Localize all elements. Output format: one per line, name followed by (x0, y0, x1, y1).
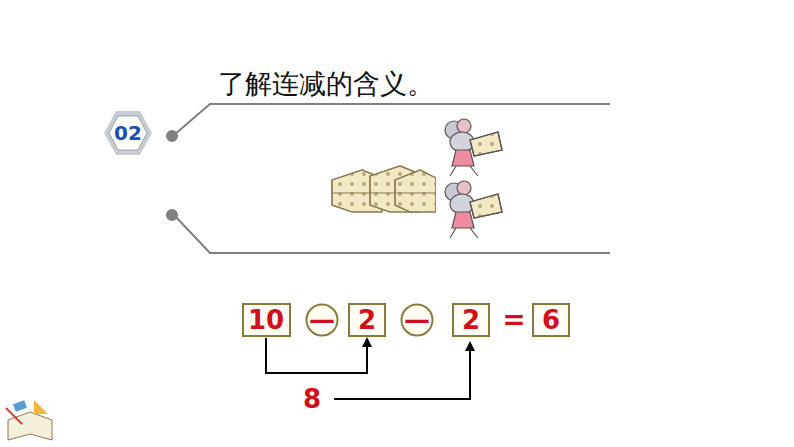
operator-circle: — (398, 303, 436, 337)
equation-term: — (404, 307, 430, 333)
section-number: 02 (114, 123, 142, 143)
result-box: 6 (532, 303, 570, 337)
frame-line (167, 104, 610, 253)
operator-circle: — (303, 303, 341, 337)
equation-term: — (309, 307, 335, 333)
stationery-icon (6, 400, 52, 440)
equals-sign: = (502, 306, 525, 334)
equation-term: 2 (358, 307, 376, 333)
number-box: 2 (452, 303, 490, 337)
bracket-connector (266, 338, 367, 373)
slide-title: 了解连减的含义。 (218, 66, 434, 102)
equation-term: 10 (248, 307, 284, 333)
number-box: 10 (242, 303, 291, 337)
section-badge: 02 (103, 110, 153, 156)
mouse-with-cheese (436, 117, 512, 245)
number-box: 2 (348, 303, 386, 337)
equation-term: 6 (542, 307, 560, 333)
cheese-stack (332, 166, 436, 212)
partial-result: 8 (303, 386, 321, 412)
result-leader (334, 343, 470, 399)
equation-term: 2 (462, 307, 480, 333)
